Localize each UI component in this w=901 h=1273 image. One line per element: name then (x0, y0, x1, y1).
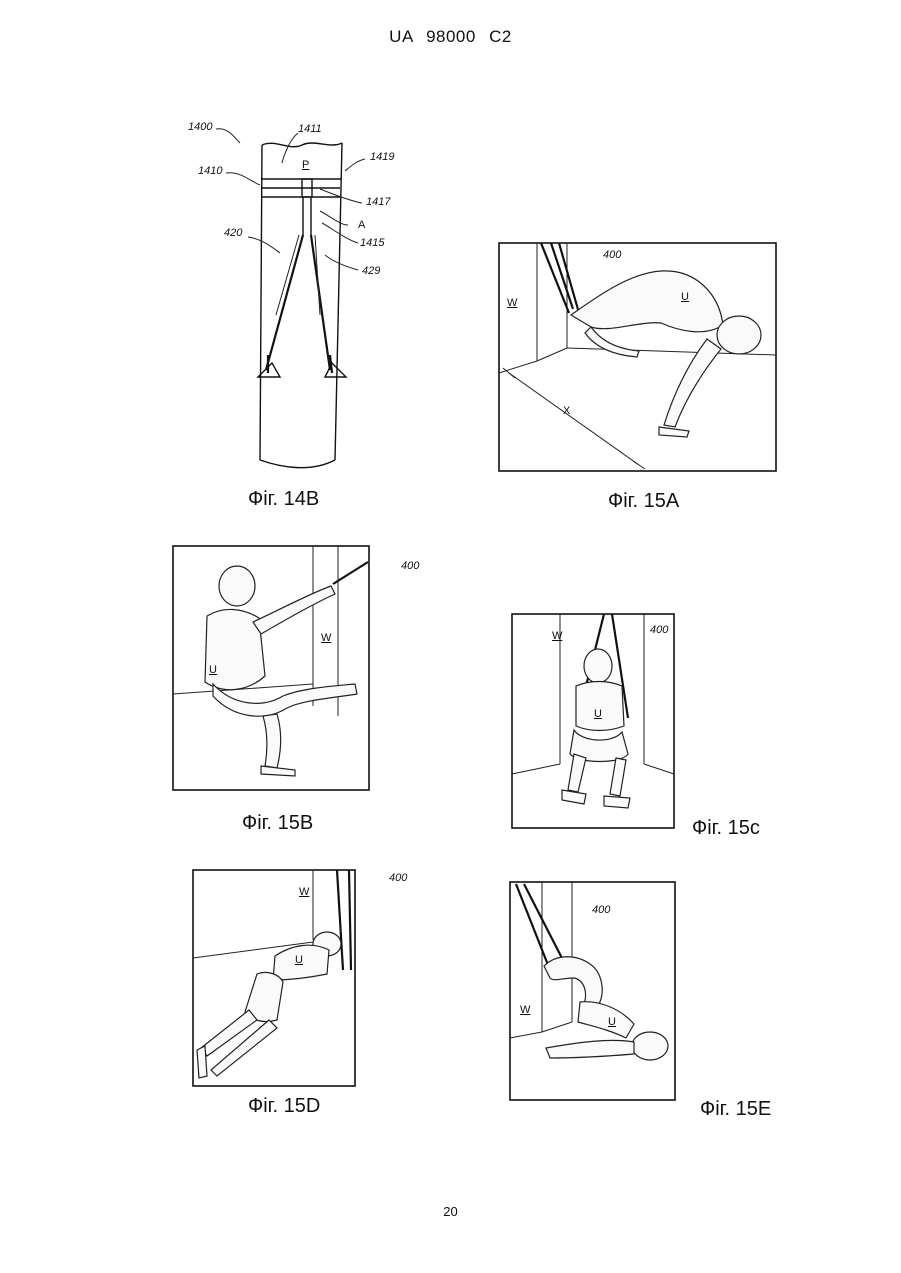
ref-400: 400 (401, 560, 419, 572)
label-wall: W (321, 632, 331, 644)
ref-1410: 1410 (198, 165, 222, 177)
figure-15a-drawing: 400 W U X (499, 243, 779, 475)
label-wall: W (507, 297, 517, 309)
caption-fig-15e: Фіг. 15E (700, 1098, 771, 1121)
ref-420: 420 (224, 227, 242, 239)
caption-fig-15b: Фіг. 15B (242, 812, 313, 835)
ref-1415: 1415 (360, 237, 384, 249)
ref-429: 429 (362, 265, 380, 277)
ref-400: 400 (389, 872, 407, 884)
ref-400: 400 (592, 904, 610, 916)
figure-15d-drawing: 400 W U (193, 870, 433, 1092)
caption-fig-15c: Фіг. 15c (692, 817, 760, 840)
figure-15c-drawing: 400 W U (512, 614, 712, 834)
label-wall: W (552, 630, 562, 642)
ref-1417: 1417 (366, 196, 390, 208)
label-wall: W (520, 1004, 530, 1016)
label-wall: W (299, 886, 309, 898)
ref-1411: 1411 (298, 123, 322, 135)
page-number: 20 (0, 1204, 901, 1219)
ref-1400: 1400 (188, 121, 212, 133)
ref-1419: 1419 (370, 151, 394, 163)
caption-fig-15a: Фіг. 15A (608, 490, 679, 513)
ref-400: 400 (650, 624, 668, 636)
patent-header: UA 98000 C2 (0, 27, 901, 47)
label-distance: X (563, 405, 570, 417)
figure-15b-drawing: 400 W U (173, 546, 443, 796)
figure-15e-drawing: 400 W U (510, 882, 680, 1106)
ref-P: P (302, 159, 309, 171)
ref-400: 400 (603, 249, 621, 261)
caption-fig-15d: Фіг. 15D (248, 1095, 320, 1118)
label-user: U (681, 291, 689, 303)
ref-A: A (358, 219, 365, 231)
caption-fig-14b: Фіг. 14B (248, 488, 319, 511)
label-user: U (608, 1016, 616, 1028)
label-user: U (209, 664, 217, 676)
label-user: U (594, 708, 602, 720)
label-user: U (295, 954, 303, 966)
figure-14b-drawing: 1400 1411 1419 1410 P 1417 A 1415 420 42… (180, 115, 420, 485)
